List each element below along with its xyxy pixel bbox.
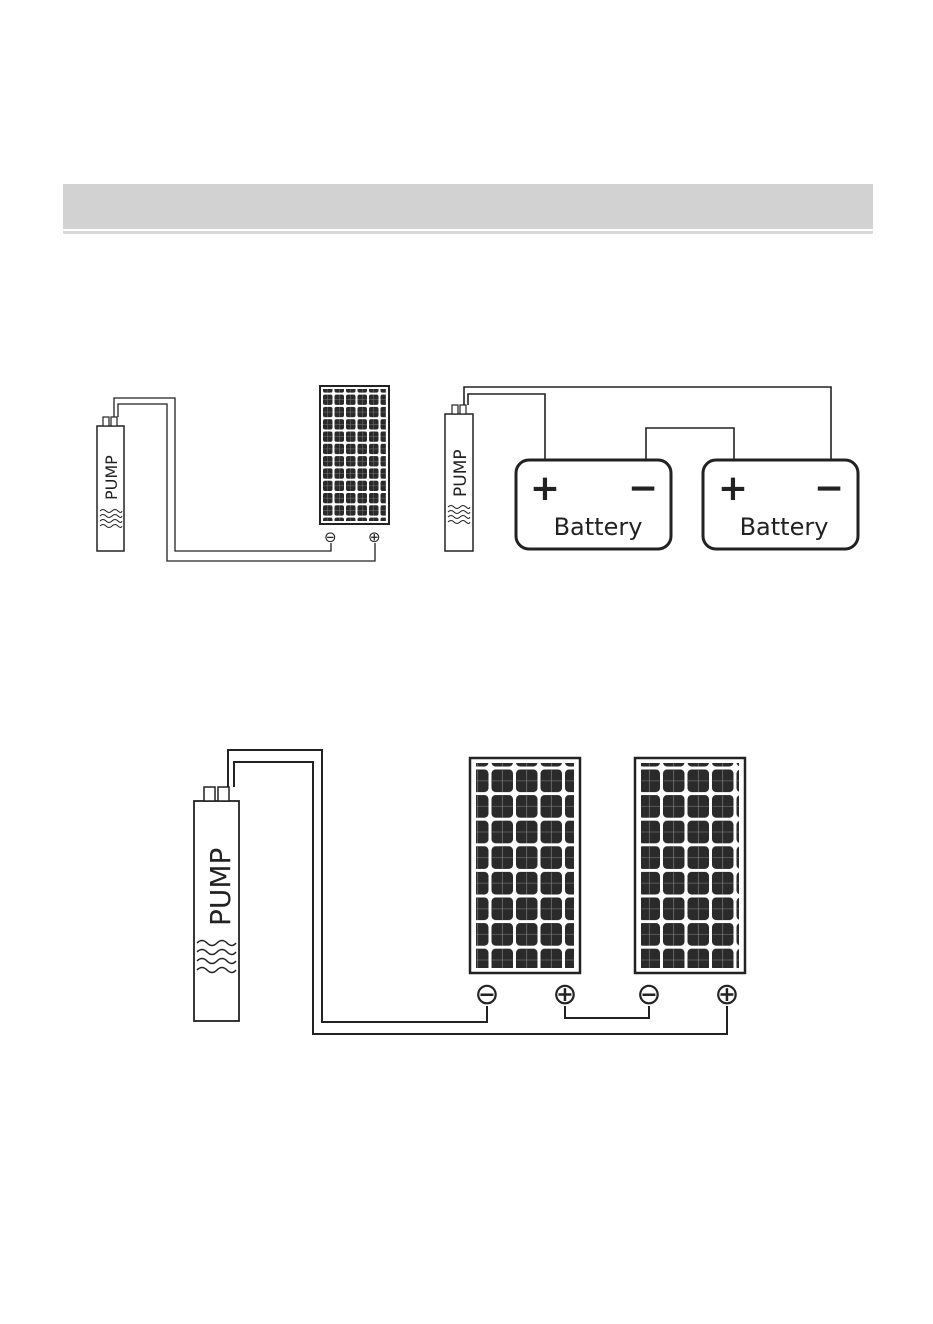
battery-positive: + [718,468,748,509]
negative-terminal: ⊖ [636,977,661,1012]
battery-label: Battery [554,513,643,541]
battery-negative: − [814,468,844,509]
pump-icon: PUMP [97,417,124,551]
wiring-lines [464,387,831,460]
pump-icon: PUMP [445,405,473,551]
diagram-pump-single-panel: PUMP ⊖ ⊕ [97,386,389,561]
battery-positive: + [530,468,560,509]
battery-icon: + − Battery [516,460,671,549]
battery-icon: + − Battery [703,460,858,549]
pump-icon: PUMP [194,787,239,1021]
positive-terminal: ⊕ [714,977,739,1012]
solar-panel-icon [320,386,389,524]
pump-label: PUMP [451,449,471,497]
battery-negative: − [628,468,658,509]
diagram-pump-two-panels: PUMP ⊖ ⊕ ⊖ ⊕ [194,750,745,1034]
diagram-pump-two-batteries: PUMP + − Battery + − Battery [445,387,858,551]
positive-terminal: ⊕ [368,528,381,546]
pump-label: PUMP [102,455,121,500]
pump-label: PUMP [204,848,237,926]
positive-terminal: ⊕ [552,977,577,1012]
negative-terminal: ⊖ [324,528,337,546]
battery-label: Battery [740,513,829,541]
solar-panel-icon [470,758,580,973]
negative-terminal: ⊖ [474,977,499,1012]
solar-panel-icon [635,758,745,973]
